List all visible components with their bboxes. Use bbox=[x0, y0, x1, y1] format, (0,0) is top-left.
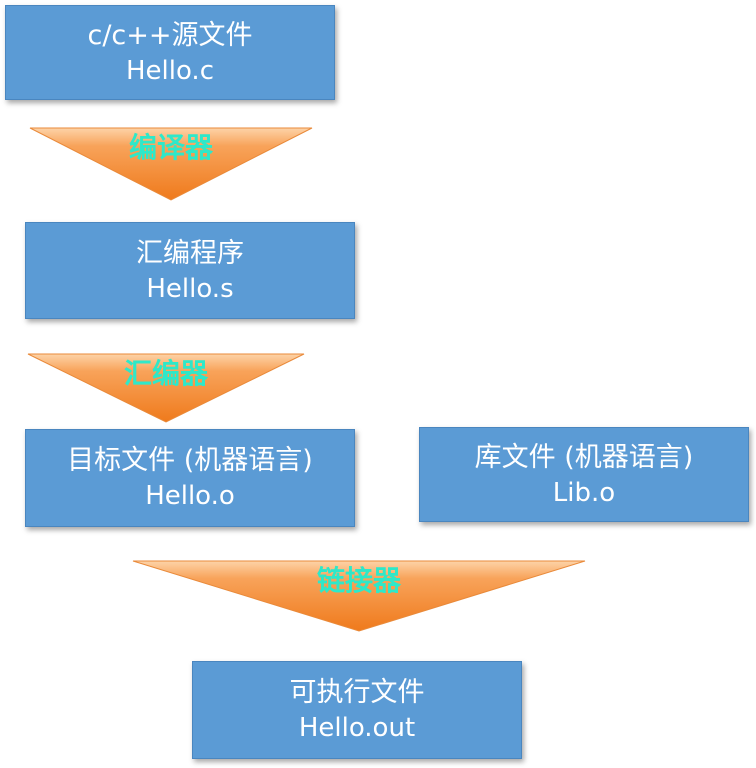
linker-label: 链接器 bbox=[316, 564, 401, 597]
assembler-arrow-shape bbox=[27, 353, 305, 423]
executable-file-title: 可执行文件 bbox=[289, 677, 425, 708]
library-file-title: 库文件 (机器语言) bbox=[474, 441, 694, 473]
object-file-title: 目标文件 (机器语言) bbox=[67, 445, 313, 476]
library-file-box: 库文件 (机器语言) Lib.o bbox=[419, 427, 749, 522]
executable-file-filename: Hello.out bbox=[298, 713, 416, 743]
compiler-label: 编译器 bbox=[128, 131, 213, 164]
compiler-arrow-shape bbox=[29, 127, 313, 201]
assembly-program-title: 汇编程序 bbox=[136, 237, 244, 269]
compiler-arrow: 编译器 bbox=[29, 127, 313, 201]
source-file-title: c/c++源文件 bbox=[87, 19, 253, 51]
library-file-filename: Lib.o bbox=[552, 477, 616, 508]
assembler-arrow: 汇编器 bbox=[27, 353, 305, 423]
source-file-filename: Hello.c bbox=[125, 55, 214, 86]
linker-arrow: 链接器 bbox=[132, 560, 586, 632]
object-file-filename: Hello.o bbox=[145, 481, 235, 511]
assembly-program-filename: Hello.s bbox=[146, 273, 234, 304]
linker-arrow-shape bbox=[132, 560, 586, 632]
source-file-box: c/c++源文件 Hello.c bbox=[5, 5, 335, 100]
assembly-program-box: 汇编程序 Hello.s bbox=[25, 222, 355, 319]
executable-file-box: 可执行文件 Hello.out bbox=[192, 661, 522, 759]
object-file-box: 目标文件 (机器语言) Hello.o bbox=[25, 429, 355, 527]
assembler-label: 汇编器 bbox=[123, 357, 208, 390]
